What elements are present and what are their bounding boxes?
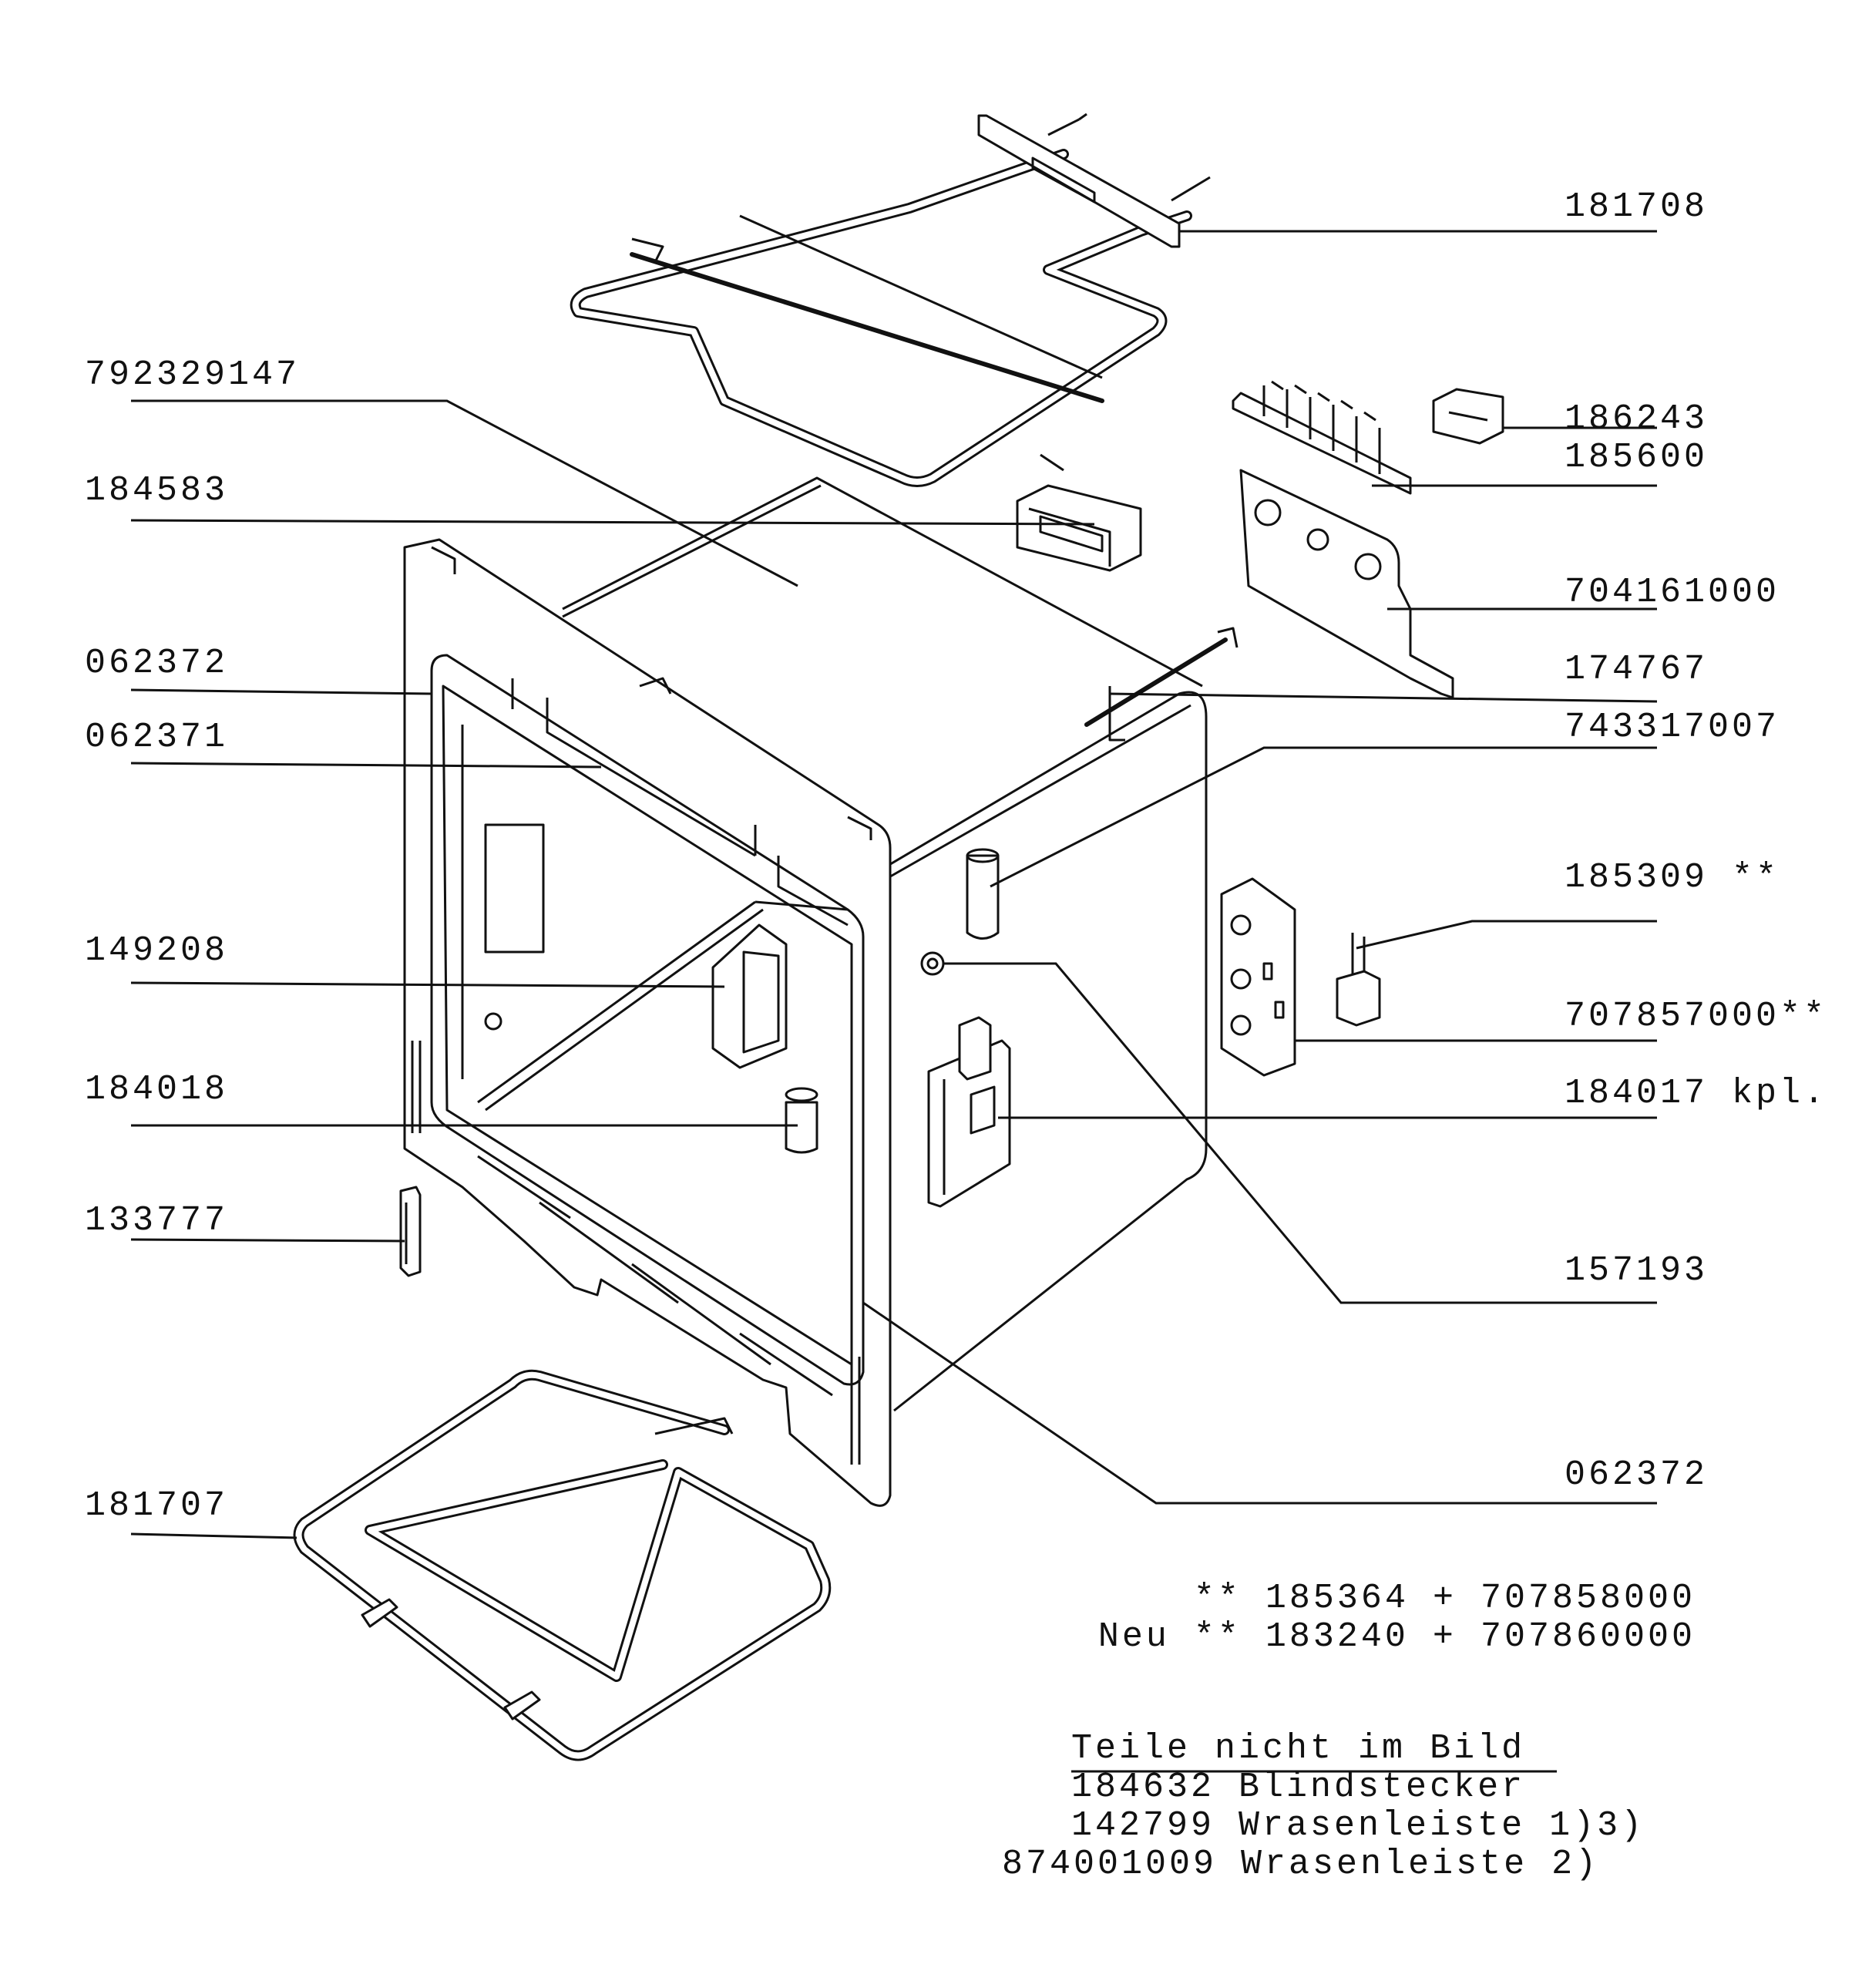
not-shown-item-3: 874001009 Wrasenleiste 2) xyxy=(1002,1845,1599,1884)
label-133777: 133777 xyxy=(85,1201,228,1240)
door-lock-assembly xyxy=(927,1016,1011,1208)
label-707857000: 707857000** xyxy=(1565,997,1827,1036)
label-186243: 186243 xyxy=(1565,399,1708,439)
interior-bolt xyxy=(484,1012,502,1031)
label-062371: 062371 xyxy=(85,718,228,757)
fan-grille-part xyxy=(1016,484,1142,572)
top-heating-element xyxy=(570,113,1211,487)
side-bracket xyxy=(1220,877,1296,1077)
note-alt-1: ** 185364 + 707858000 xyxy=(1194,1579,1696,1618)
label-743317007: 743317007 xyxy=(1565,708,1780,747)
notes: ** 185364 + 707858000 Neu ** 183240 + 70… xyxy=(1002,1579,1696,1884)
label-185309: 185309 ** xyxy=(1565,858,1780,897)
label-184018: 184018 xyxy=(85,1070,228,1109)
bottom-heating-element xyxy=(293,1369,832,1761)
label-181707: 181707 xyxy=(85,1486,228,1525)
note-alt-2: Neu ** 183240 + 707860000 xyxy=(1098,1617,1696,1657)
label-181708: 181708 xyxy=(1565,187,1708,227)
rod-part xyxy=(1084,627,1239,742)
label-062372-top: 062372 xyxy=(85,644,228,683)
label-792329147: 792329147 xyxy=(85,355,300,395)
lamp-part xyxy=(785,1087,818,1154)
oven-cavity xyxy=(403,476,1208,1507)
clip-part xyxy=(399,1186,422,1277)
not-shown-title: Teile nicht im Bild xyxy=(1071,1729,1525,1768)
bracket-plate xyxy=(1239,469,1454,699)
cylinder-part xyxy=(966,848,1000,940)
knob-part xyxy=(920,951,945,976)
part-labels: 181708 792329147 186243 185600 184583 70… xyxy=(85,187,1827,1525)
label-157193: 157193 xyxy=(1565,1251,1708,1290)
not-shown-item-2: 142799 Wrasenleiste 1)3) xyxy=(1071,1806,1645,1845)
label-184583: 184583 xyxy=(85,471,228,510)
light-housing xyxy=(711,923,788,1069)
switch-part xyxy=(1336,933,1381,1027)
not-shown-item-1: 184632 Blindstecker xyxy=(1071,1768,1525,1807)
connector-part xyxy=(1432,388,1504,445)
label-174767: 174767 xyxy=(1565,650,1708,689)
interior-panel xyxy=(484,823,545,954)
terminal-block xyxy=(1232,380,1412,495)
label-149208: 149208 xyxy=(85,931,228,970)
label-062372-bottom: 062372 xyxy=(1565,1455,1708,1495)
label-185600: 185600 xyxy=(1565,438,1708,477)
leader-lines xyxy=(130,230,1658,1773)
label-704161000: 704161000 xyxy=(1565,573,1780,612)
label-184017: 184017 kpl. xyxy=(1565,1074,1827,1113)
